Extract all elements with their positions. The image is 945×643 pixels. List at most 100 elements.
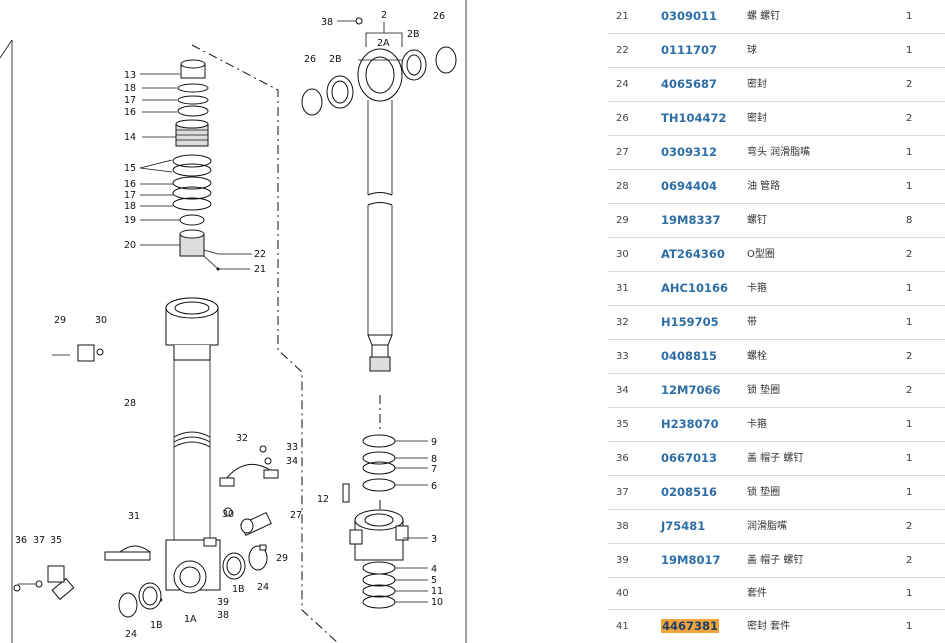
part-number-link[interactable]: J75481 [661,519,706,533]
part-number-link[interactable]: H159705 [661,315,719,329]
part-number-link[interactable]: H238070 [661,417,719,431]
table-row: 27 0309312 弯头 润滑脂嘴 1 [608,136,945,170]
leaders-left-stack [139,73,252,271]
part-number-link[interactable]: 0408815 [661,349,718,363]
part-description: 套件 [747,588,767,599]
part-description: 润滑脂嘴 [747,521,787,532]
part-quantity: 1 [906,487,913,498]
part-number-link[interactable]: 0208516 [661,485,718,499]
part-description: 螺钉 [747,215,767,226]
svg-text:30: 30 [222,509,234,520]
part-description: 油 管路 [747,181,781,192]
part-description: 螺 螺钉 [747,11,781,22]
part-number-link[interactable]: 0309312 [661,145,718,159]
item-number: 29 [616,215,629,226]
svg-text:1A: 1A [184,614,197,625]
highlighted-part-number[interactable]: 4467381 [661,619,720,633]
part-number-link[interactable]: 0309011 [661,9,718,23]
item-number: 21 [616,11,629,22]
table-row-highlighted: 41 4467381 密封 套件 1 [608,610,945,643]
svg-text:11: 11 [431,586,443,597]
svg-text:10: 10 [431,597,443,608]
part-number-link[interactable]: 12M7066 [661,383,721,397]
svg-text:22: 22 [254,249,266,260]
svg-text:17: 17 [124,95,136,106]
svg-text:31: 31 [128,511,140,522]
svg-text:29: 29 [276,553,288,564]
part-number-link[interactable]: 19M8337 [661,213,721,227]
part-quantity: 2 [906,351,913,362]
table-row: 29 19M8337 螺钉 8 [608,204,945,238]
svg-text:38: 38 [217,610,229,621]
part-quantity: 1 [906,147,913,158]
part-quantity: 1 [906,453,913,464]
part-description: 弯头 润滑脂嘴 [747,147,811,158]
item-number: 38 [616,521,629,532]
item-number: 41 [616,621,629,632]
table-row: 34 12M7066 锁 垫圈 2 [608,374,945,408]
band-clamp [219,445,279,487]
part-description: 带 [747,317,757,328]
clamp-31 [104,545,151,561]
item-number: 27 [616,147,629,158]
table-row: 22 0111707 球 1 [608,34,945,68]
oil-tube [51,344,104,607]
parts-table: 21 0309011 螺 螺钉 1 22 0111707 球 1 24 4065… [608,0,945,643]
part-number-link[interactable]: AT264360 [661,247,725,261]
part-quantity: 2 [906,113,913,124]
diagram-svg: 38 2 26 2A 2B 2B 26 13 18 17 16 14 15 16… [0,0,467,643]
part-number-link[interactable]: 0111707 [661,43,718,57]
part-number-link[interactable]: 0694404 [661,179,718,193]
svg-text:14: 14 [124,132,136,143]
svg-text:5: 5 [431,575,437,586]
svg-text:7: 7 [431,464,437,475]
table-row: 35 H238070 卡箍 1 [608,408,945,442]
svg-text:35: 35 [50,535,62,546]
part-quantity: 2 [906,249,913,260]
svg-text:39: 39 [217,597,229,608]
svg-text:26: 26 [304,54,316,65]
table-row: 28 0694404 油 管路 1 [608,170,945,204]
svg-text:32: 32 [236,433,248,444]
table-row: 39 19M8017 盖 帽子 螺钉 2 [608,544,945,578]
part-quantity: 1 [906,11,913,22]
part-quantity: 2 [906,385,913,396]
part-description: 锁 垫圈 [747,385,781,396]
part-number-link[interactable]: 4065687 [661,77,718,91]
part-number-link[interactable]: AHC10166 [661,281,728,295]
leaders-right [140,22,428,603]
part-description: 卡箍 [747,419,767,430]
part-quantity: 1 [906,317,913,328]
rod-assembly [301,17,457,372]
svg-text:16: 16 [124,107,136,118]
item-number: 39 [616,555,629,566]
svg-text:37: 37 [33,535,45,546]
item-number: 40 [616,588,629,599]
part-description: 盖 帽子 螺钉 [747,453,804,464]
svg-text:1B: 1B [150,620,163,631]
part-quantity: 1 [906,621,913,632]
svg-text:13: 13 [124,70,136,81]
item-number: 34 [616,385,629,396]
table-row: 38 J75481 润滑脂嘴 2 [608,510,945,544]
item-number: 32 [616,317,629,328]
item-number: 35 [616,419,629,430]
part-quantity: 1 [906,419,913,430]
item-number: 26 [616,113,629,124]
part-number-link-highlighted[interactable]: 4467381 [661,610,720,643]
table-row: 24 4065687 密封 2 [608,68,945,102]
part-quantity: 1 [906,181,913,192]
table-row: 33 0408815 螺栓 2 [608,340,945,374]
item-number: 22 [616,45,629,56]
part-number-link[interactable]: TH104472 [661,111,727,125]
part-number-link[interactable]: 0667013 [661,451,718,465]
callout-labels: 38 2 26 2A 2B 2B 26 13 18 17 16 14 15 16… [15,10,445,640]
fitting-27 [223,507,272,537]
svg-text:27: 27 [290,510,302,521]
part-number-link[interactable]: 19M8017 [661,553,721,567]
svg-text:28: 28 [124,398,136,409]
part-quantity: 1 [906,283,913,294]
part-description: 盖 帽子 螺钉 [747,555,804,566]
svg-text:12: 12 [317,494,329,505]
svg-text:2A: 2A [377,38,390,49]
